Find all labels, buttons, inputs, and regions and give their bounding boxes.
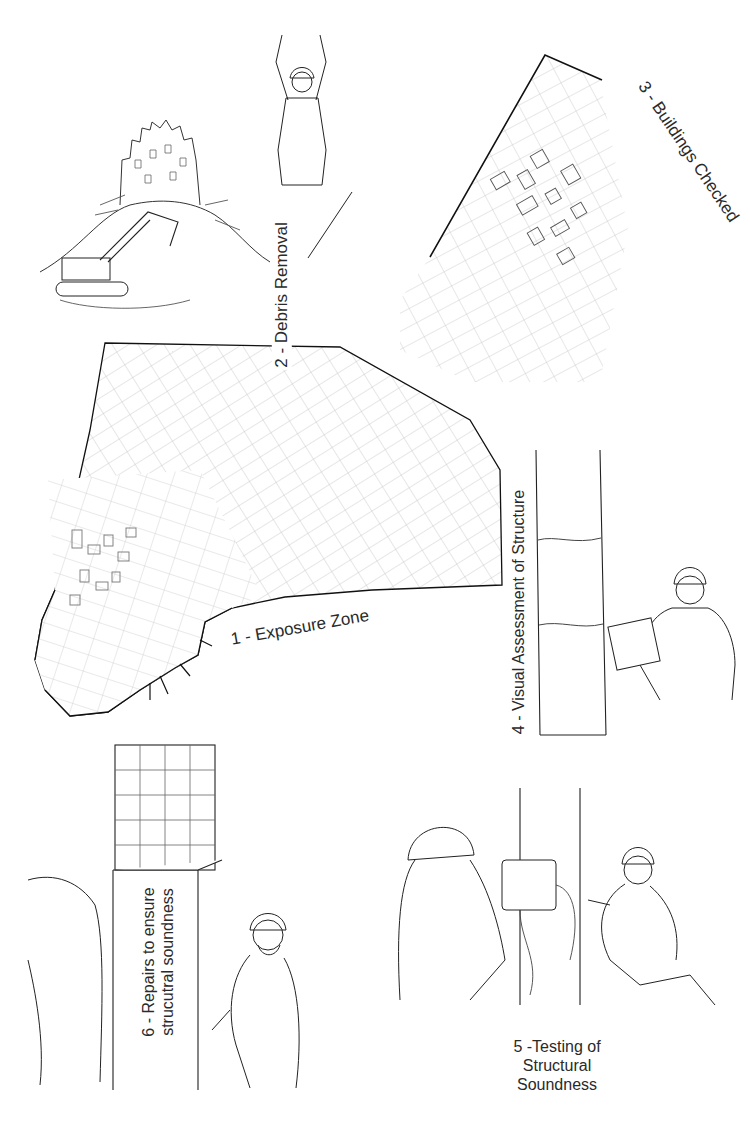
building: [118, 552, 129, 561]
frame-grid: [115, 745, 215, 870]
ruin-windows: [135, 145, 186, 183]
building-cluster: [490, 140, 613, 275]
building: [88, 545, 100, 554]
worker-body: [278, 98, 326, 185]
respirator: [258, 945, 280, 955]
building: [104, 535, 113, 546]
building: [530, 149, 549, 168]
step-label: 6 - Repairs to ensure strucutral soundne…: [139, 871, 177, 1053]
building: [126, 528, 136, 537]
building: [551, 220, 570, 237]
rubble-debris: [60, 195, 240, 308]
building: [112, 572, 120, 582]
step-label: 5 -Testing of Structural Soundness: [495, 1037, 619, 1095]
kneeling-worker-hat: [622, 848, 654, 865]
building: [517, 196, 539, 215]
hard-hat: [290, 68, 314, 79]
clipboard: [608, 618, 660, 670]
step-label: 4 - Visual Assessment of Structure: [509, 488, 528, 736]
partial-figure: [28, 877, 102, 1085]
excavator-body: [62, 258, 110, 280]
map-border: [430, 55, 602, 257]
building-cluster: [70, 528, 136, 605]
repair-worker-body: [212, 955, 299, 1088]
building: [570, 202, 586, 218]
building: [557, 247, 575, 264]
column-crack: [538, 538, 603, 626]
inspector-hard-hat: [674, 568, 706, 585]
building: [517, 170, 535, 190]
excavator-arm: [100, 212, 178, 262]
column-edge: [536, 450, 606, 735]
pier: [150, 640, 212, 700]
building: [527, 227, 544, 245]
building: [80, 570, 89, 582]
kneeling-worker-body: [588, 884, 715, 1005]
building: [545, 188, 561, 204]
street-grid: [35, 470, 262, 716]
rubble-pile: [40, 201, 270, 272]
building: [490, 171, 510, 189]
test-cable: [520, 885, 575, 995]
worker-head: [292, 72, 312, 92]
column-shaft: [113, 860, 222, 1090]
inspector-head: [676, 576, 704, 604]
repair-worker-head: [253, 920, 283, 950]
worker-raised-arms: [276, 35, 326, 100]
building: [561, 164, 581, 185]
ground-plane: [308, 192, 352, 258]
repair-worker-hat: [250, 914, 286, 931]
column-frame: [115, 745, 215, 870]
ruined-building: [120, 120, 200, 205]
street-grid: [35, 470, 262, 716]
step-label: 2 - Debris Removal: [272, 220, 292, 370]
tester-body: [399, 860, 505, 1000]
test-device: [502, 860, 556, 910]
tester-helmet: [408, 827, 474, 860]
building: [70, 595, 80, 605]
excavator-track: [56, 282, 128, 296]
step-label: 1 - Exposure Zone: [227, 605, 372, 650]
building: [72, 530, 82, 548]
building: [96, 582, 108, 590]
exposure-zone-outline: [35, 343, 502, 716]
coastline: [35, 590, 232, 716]
district-map: [400, 55, 628, 382]
step-label: 3 - Buildings Checked: [632, 76, 744, 228]
kneeling-worker-head: [624, 856, 652, 884]
